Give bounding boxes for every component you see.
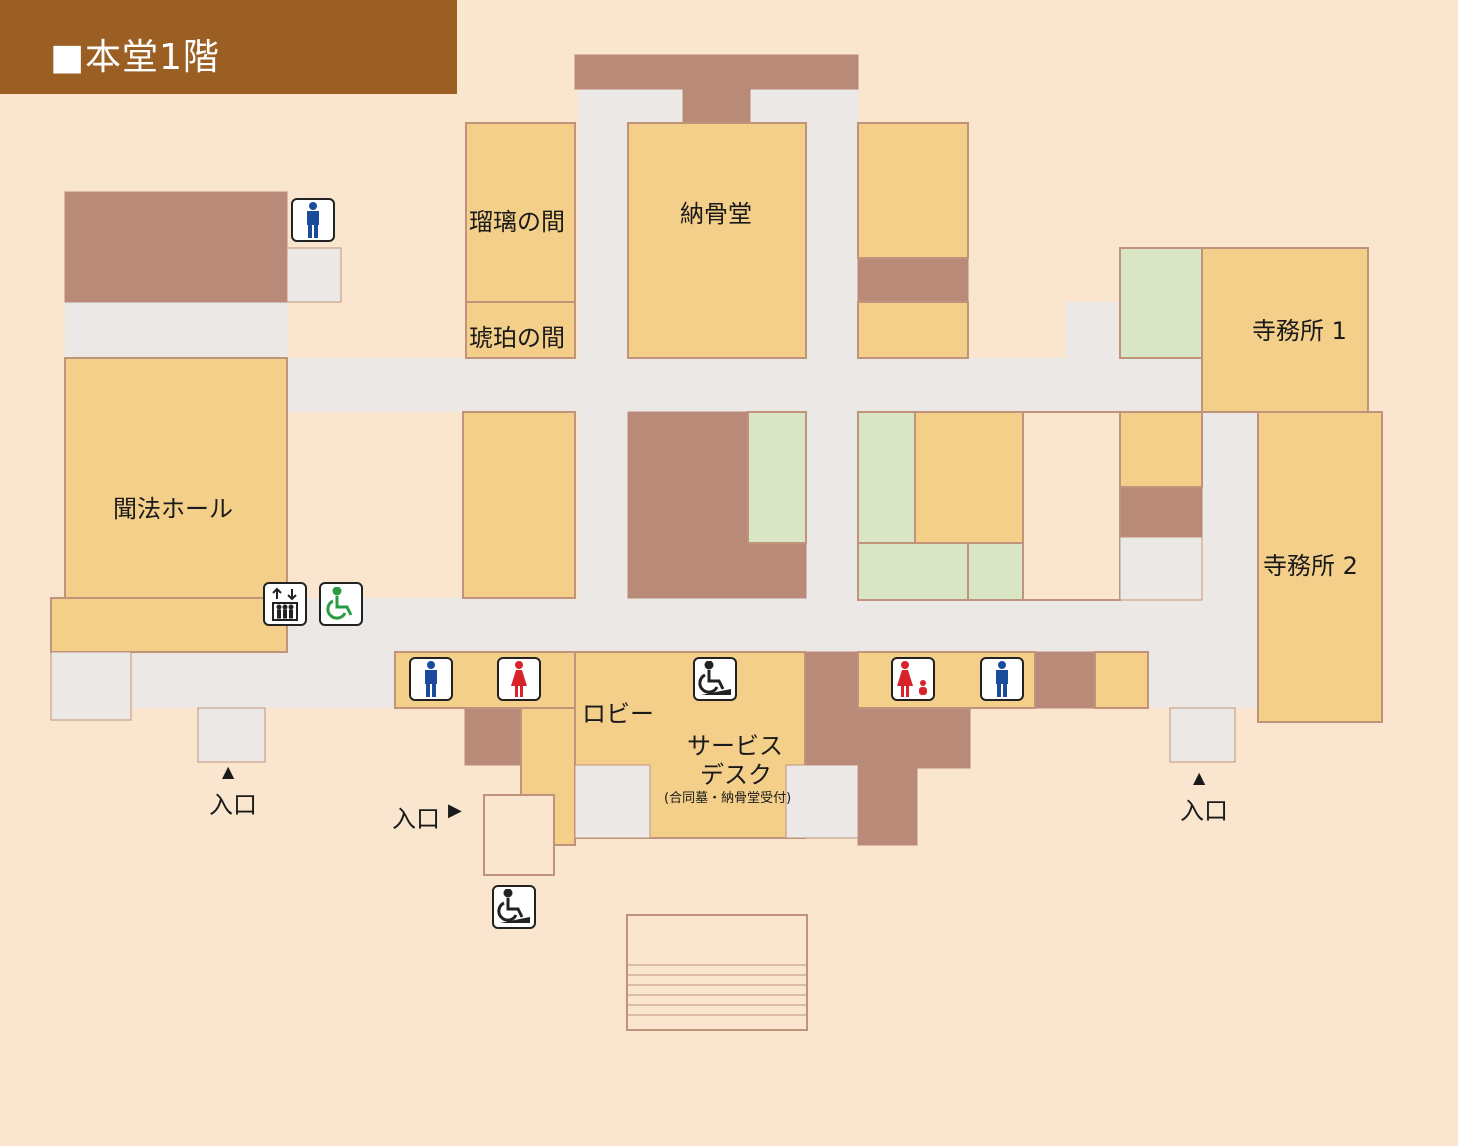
wheelchair-ramp-icon — [492, 885, 536, 929]
womens-restroom-icon — [497, 657, 541, 701]
mens-restroom-icon — [409, 657, 453, 701]
service-desk-line1: サービス — [687, 732, 783, 760]
room-ruri: 瑠璃の間 — [469, 208, 565, 236]
entrance-east: 入口 — [1180, 797, 1228, 825]
room-office-2: 寺務所 2 — [1263, 552, 1358, 580]
entrance-south-marker: ▶ — [448, 800, 462, 821]
room-nokotsudo: 納骨堂 — [680, 200, 752, 228]
elevator-icon — [263, 582, 307, 626]
floor-title: ■本堂1階 — [50, 37, 220, 78]
service-desk-line2: デスク — [700, 761, 772, 789]
floor-header: ■本堂1階 — [0, 0, 457, 94]
entrance-west: 入口 — [209, 791, 257, 819]
mens-restroom-icon — [291, 198, 335, 242]
accessible-restroom-icon — [319, 582, 363, 626]
womens-restroom-with-baby-icon — [891, 657, 935, 701]
room-lobby: ロビー — [582, 700, 654, 728]
service-desk-note: (合同墓・納骨堂受付) — [664, 791, 792, 806]
room-monpo-hall: 聞法ホール — [113, 495, 233, 523]
room-kohaku: 琥珀の間 — [469, 324, 565, 352]
wheelchair-ramp-icon — [693, 657, 737, 701]
entrance-south: 入口 — [392, 805, 440, 833]
entrance-east-marker: ▲ — [1193, 768, 1206, 787]
room-office-1: 寺務所 1 — [1252, 317, 1347, 345]
entrance-west-marker: ▲ — [222, 762, 235, 781]
mens-restroom-icon — [980, 657, 1024, 701]
